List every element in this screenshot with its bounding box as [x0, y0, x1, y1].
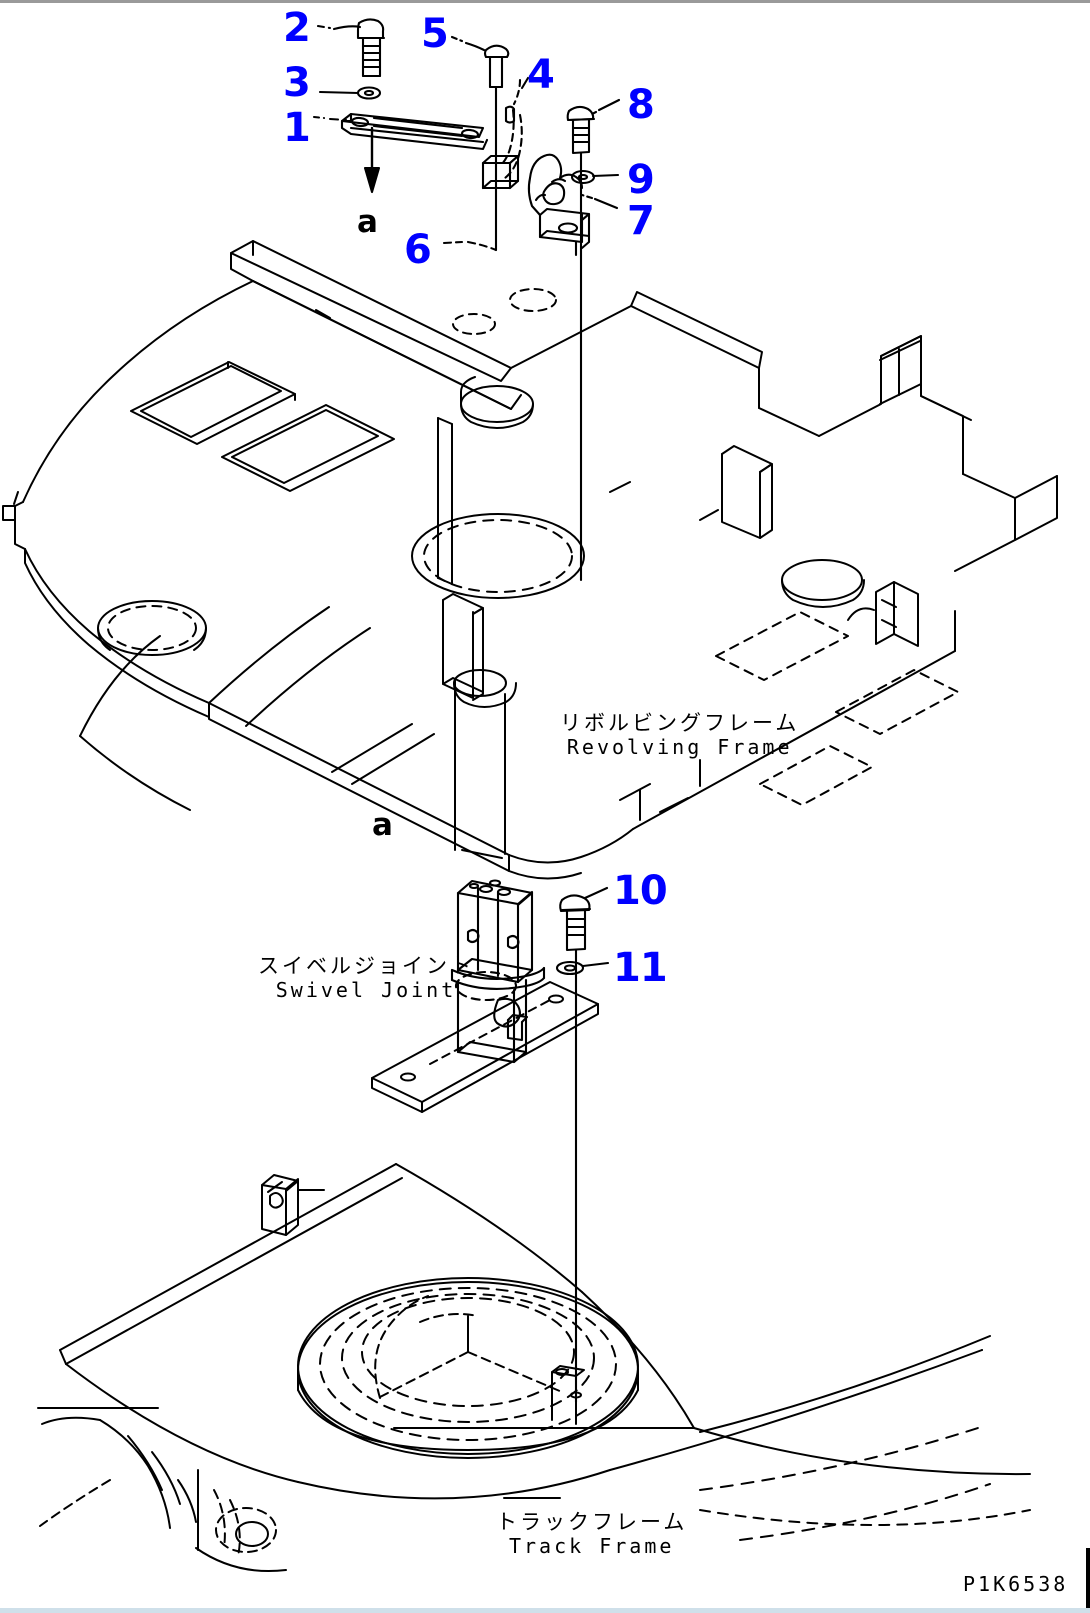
section-mark-lower: a [372, 807, 393, 843]
drawing-number: P1K6538 [963, 1572, 1069, 1596]
part-11-washer [555, 960, 585, 976]
top-border-bar [0, 0, 1090, 3]
part-2-bolt [356, 18, 386, 78]
bottom-border-bar [0, 1608, 1090, 1613]
part-5-pin [483, 44, 510, 129]
track-frame-label: トラックフレーム Track Frame [496, 1510, 688, 1558]
revolving-frame-label-jp: リボルビングフレーム [560, 711, 800, 735]
swivel-joint-assembly [450, 879, 546, 1064]
callout-9: 9 [627, 157, 655, 203]
part-10-bolt [559, 894, 592, 1404]
track-frame-body [37, 1163, 1031, 1573]
callout-3: 3 [283, 60, 311, 106]
track-frame-label-en: Track Frame [508, 1533, 675, 1558]
part-1-link-plate [340, 112, 489, 151]
right-border-bar [1086, 1548, 1090, 1608]
part-4-bracket [481, 105, 523, 252]
swivel-joint-label-en: Swivel Joint [275, 977, 457, 1002]
section-arrow-upper [363, 126, 381, 194]
callout-7: 7 [627, 198, 655, 244]
revolving-frame-label-en: Revolving Frame [566, 734, 793, 759]
revolving-frame-body [2, 240, 1058, 880]
revolving-frame-label: リボルビングフレーム Revolving Frame [560, 711, 800, 759]
callout-8: 8 [627, 82, 655, 128]
track-frame-label-jp: トラックフレーム [496, 1510, 688, 1534]
part-3-washer [356, 86, 382, 100]
swivel-mount-plate [371, 981, 599, 1113]
callout-4: 4 [527, 52, 555, 98]
callout-6: 6 [404, 227, 432, 273]
swivel-joint-label: スイベルジョイント Swivel Joint [258, 954, 474, 1002]
section-mark-upper: a [357, 204, 378, 240]
callout-2: 2 [283, 5, 311, 51]
swivel-joint-label-jp: スイベルジョイント [258, 954, 474, 978]
callout-1: 1 [283, 105, 311, 151]
callout-5: 5 [421, 11, 449, 57]
callout-11: 11 [613, 945, 668, 991]
callout-10: 10 [613, 868, 668, 914]
